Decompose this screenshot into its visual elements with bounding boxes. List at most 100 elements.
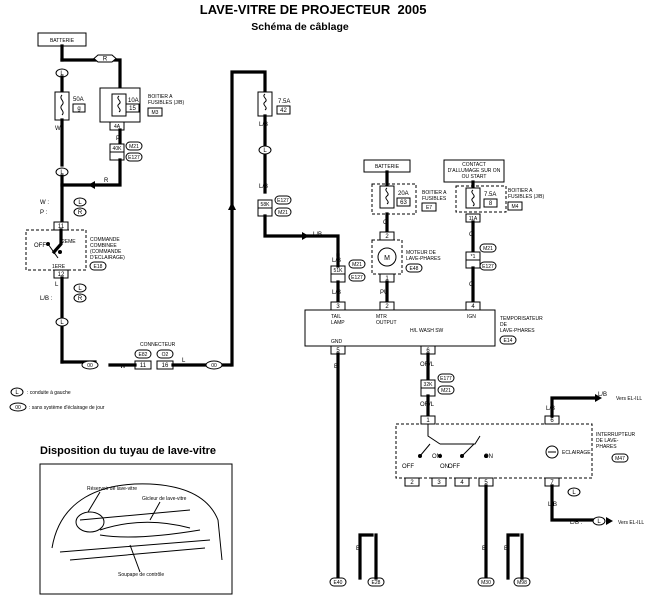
svg-text:BOITIER A: BOITIER A [422, 190, 447, 196]
svg-text:E40: E40 [334, 580, 343, 586]
svg-text:40K: 40K [113, 146, 123, 152]
svg-text:1: 1 [385, 276, 389, 282]
svg-text:58K: 58K [261, 202, 271, 208]
svg-text:P :: P : [40, 210, 48, 216]
svg-text:11: 11 [140, 363, 147, 369]
svg-text:M21: M21 [352, 262, 362, 268]
svg-text:50A: 50A [73, 97, 84, 103]
svg-text:8: 8 [489, 201, 493, 207]
svg-text:ON: ON [440, 464, 449, 470]
svg-text:OFF: OFF [402, 464, 414, 470]
svg-text:DE: DE [500, 322, 508, 328]
svg-text:2: 2 [410, 480, 414, 486]
svg-text:W :: W : [40, 200, 49, 206]
svg-text:L/B: L/B [313, 232, 322, 238]
svg-text:ECLAIRAGE: ECLAIRAGE [562, 450, 591, 456]
svg-text:63: 63 [400, 200, 407, 206]
svg-text:Vers EL-ILL: Vers EL-ILL [616, 396, 642, 402]
svg-text:4: 4 [471, 304, 475, 310]
washer-timer: 3 2 4 TAIL LAMP MTR OUTPUT IGN H/L WASH … [304, 301, 543, 355]
svg-text:OUTPUT: OUTPUT [376, 320, 397, 326]
svg-text:M47: M47 [615, 456, 625, 462]
svg-text:CONNECTEUR: CONNECTEUR [140, 342, 176, 348]
svg-text:E127: E127 [482, 264, 494, 270]
svg-text:B: B [504, 546, 508, 552]
diagram-title: LAVE-VITRE DE PROJECTEUR [200, 2, 391, 17]
svg-text:11: 11 [58, 224, 65, 230]
svg-text:3: 3 [336, 304, 340, 310]
svg-text:2: 2 [385, 304, 389, 310]
diagram-subtitle: Schéma de câblage [251, 21, 349, 33]
svg-text:: conduite à gauche: : conduite à gauche [27, 390, 71, 396]
svg-text:42: 42 [280, 108, 287, 114]
svg-text:OFF: OFF [34, 243, 46, 249]
svg-text:COMBINEE: COMBINEE [90, 243, 117, 249]
svg-text:M4: M4 [512, 204, 519, 210]
svg-text:LAMP: LAMP [331, 320, 345, 326]
combination-switch: 11 OFF 2EME 1ERE COMMANDE COMBINEE (COMM… [25, 221, 125, 279]
svg-text:E48: E48 [410, 266, 419, 272]
svg-text:15: 15 [129, 106, 136, 112]
svg-text:(COMMANDE: (COMMANDE [90, 249, 122, 255]
fuse-box-jb: 10A 15 BOITIER A FUSIBLES (J/B) M3 [99, 87, 184, 123]
svg-text:Gicleur de lave-vitre: Gicleur de lave-vitre [142, 496, 187, 502]
fuse-20a: 20A 63 BOITIER A FUSIBLES E7 [371, 183, 447, 215]
svg-text:Réservoir de lave-vitre: Réservoir de lave-vitre [87, 486, 137, 492]
svg-text:TEMPORISATEUR: TEMPORISATEUR [500, 316, 543, 322]
svg-text:L: L [15, 390, 19, 396]
fuse-7-5a-8: 7.5A 8 BOITIER A FUSIBLES (J/B) M4 [455, 185, 544, 213]
fuse-50a: 50A g [54, 91, 86, 121]
svg-text:L/B :: L/B : [40, 296, 53, 302]
svg-text:FUSIBLES (J/B): FUSIBLES (J/B) [508, 194, 544, 200]
svg-text:*1: *1 [471, 254, 476, 260]
svg-text:10A: 10A [128, 98, 139, 104]
svg-text:L: L [78, 286, 82, 292]
svg-text:D'ALLUMAGE SUR ON: D'ALLUMAGE SUR ON [448, 168, 501, 174]
svg-text:M21: M21 [129, 144, 139, 150]
wire-label-W-L: W : L [40, 197, 87, 207]
svg-text:CONTACT: CONTACT [462, 162, 486, 168]
battery-left: BATTERIE [37, 32, 87, 47]
svg-text:LAVE-PHARES: LAVE-PHARES [406, 256, 441, 262]
wire-label-LB-R: L/B : R [40, 293, 87, 303]
svg-text:INTERRUPTEUR: INTERRUPTEUR [596, 432, 636, 438]
svg-text:PU: PU [380, 290, 388, 296]
svg-text:L: L [597, 519, 601, 525]
conn-M21-left [125, 141, 143, 151]
svg-text:E127: E127 [351, 275, 363, 281]
ground-E28: E28 [367, 577, 385, 587]
svg-text:L: L [78, 200, 82, 206]
svg-text:12: 12 [58, 272, 65, 278]
svg-text:ON: ON [484, 454, 493, 460]
svg-text:MOTEUR DE: MOTEUR DE [406, 250, 437, 256]
svg-text:E14: E14 [504, 338, 513, 344]
svg-text:ON: ON [432, 454, 441, 460]
svg-text:BATTERIE: BATTERIE [50, 38, 75, 44]
wire-label-P-R: P : R [40, 207, 87, 217]
svg-text:E7: E7 [426, 205, 432, 211]
svg-text:IGN: IGN [467, 314, 476, 320]
legend: L : conduite à gauche 00 : sans système … [9, 387, 105, 412]
svg-text:00: 00 [15, 405, 21, 411]
svg-text:6: 6 [426, 348, 430, 354]
svg-text:g: g [77, 106, 80, 112]
svg-text:B: B [482, 546, 486, 552]
svg-text:B: B [356, 546, 360, 552]
svg-text:COMMANDE: COMMANDE [90, 237, 120, 243]
svg-text:4: 4 [460, 480, 464, 486]
svg-text:E127: E127 [128, 155, 140, 161]
svg-text:L: L [182, 358, 186, 364]
headlamp-washer-switch: 1 6 OFF ON OFF ON ON ECLAIRAGE INTERRUPT… [395, 415, 636, 487]
svg-text:L/B: L/B [332, 258, 341, 264]
svg-text:L: L [60, 320, 64, 326]
ignition-switch: CONTACT D'ALLUMAGE SUR ON OU START [443, 159, 505, 183]
svg-text:4A: 4A [114, 124, 121, 130]
wire-label-LB-L: L [73, 283, 87, 293]
svg-text:6: 6 [550, 418, 554, 424]
svg-text:OR/L: OR/L [420, 362, 435, 368]
svg-text:E28: E28 [372, 580, 381, 586]
svg-text:FUSIBLES: FUSIBLES [422, 196, 447, 202]
ground-M98: M98 [513, 577, 531, 587]
svg-text:L: L [55, 282, 59, 288]
